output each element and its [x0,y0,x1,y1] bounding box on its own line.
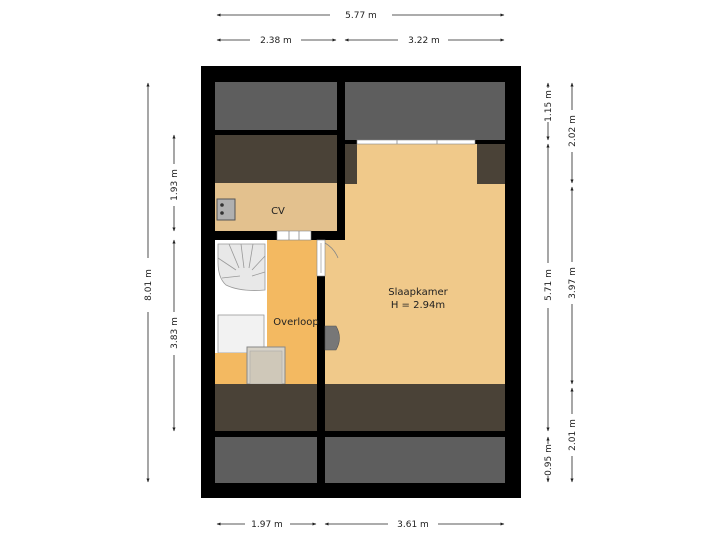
roof-slope-bottom-right [325,384,505,431]
roof-slope-top-left [215,135,337,183]
svg-text:3.97 m: 3.97 m [568,267,578,299]
dimension-top-right: 3.22 m [344,36,505,46]
svg-text:0.95 m: 0.95 m [544,444,554,476]
cv-door-icon [276,230,312,241]
svg-text:5.71 m: 5.71 m [544,269,554,301]
roof-outside-bottom-right [325,437,505,483]
svg-text:2.38 m: 2.38 m [260,36,292,46]
dimension-left-lower: 3.83 m [170,239,180,432]
svg-text:2.02 m: 2.02 m [568,115,578,147]
dimension-bottom-right: 3.61 m [324,520,505,530]
window-strip [356,139,476,145]
svg-text:8.01 m: 8.01 m [144,269,154,301]
svg-text:1.15 m: 1.15 m [544,90,554,122]
svg-text:1.93 m: 1.93 m [170,169,180,201]
dimension-right-inner-mid: 3.97 m [568,186,578,385]
dimension-bottom-left: 1.97 m [216,520,317,530]
dimension-right-outer-mid: 5.71 m [544,143,554,432]
slaapkamer-room-lower [325,240,505,384]
dimension-right-inner-bottom: 2.01 m [568,387,578,483]
roof-outside-top-right [345,82,505,140]
room-label-slaapkamer-height: H = 2.94m [391,300,445,311]
room-label-slaapkamer: Slaapkamer [388,287,448,298]
dimension-right-inner-top: 2.02 m [568,82,578,184]
dimension-top-total: 5.77 m [216,11,505,21]
svg-text:1.97 m: 1.97 m [251,520,283,530]
boiler-icon [216,198,236,221]
dimension-top-left: 2.38 m [216,36,337,46]
svg-text:5.77 m: 5.77 m [345,11,377,21]
svg-text:3.83 m: 3.83 m [170,317,180,349]
fixture-icon [324,325,340,351]
room-label-cv: CV [271,206,285,217]
dimension-right-outer-top: 1.15 m [544,82,554,141]
dimension-right-outer-bottom: 0.95 m [544,436,554,483]
roof-patch-left [345,144,357,184]
room-label-overloop: Overloop [273,317,318,328]
door-icon [316,239,339,277]
roof-outside-bottom-left [215,437,317,483]
roof-patch-right [477,144,505,184]
roof-slope-bottom-left [215,384,317,431]
roof-outside-top-left [215,82,337,130]
svg-text:2.01 m: 2.01 m [568,419,578,451]
dimension-left-total: 8.01 m [144,82,154,483]
slaapkamer-left-wall [337,135,345,239]
staircase-icon [217,243,266,354]
dimension-left-upper: 1.93 m [170,134,180,232]
slaapkamer-left-wall-lower [317,276,325,384]
svg-text:3.61 m: 3.61 m [397,520,429,530]
svg-text:3.22 m: 3.22 m [408,36,440,46]
